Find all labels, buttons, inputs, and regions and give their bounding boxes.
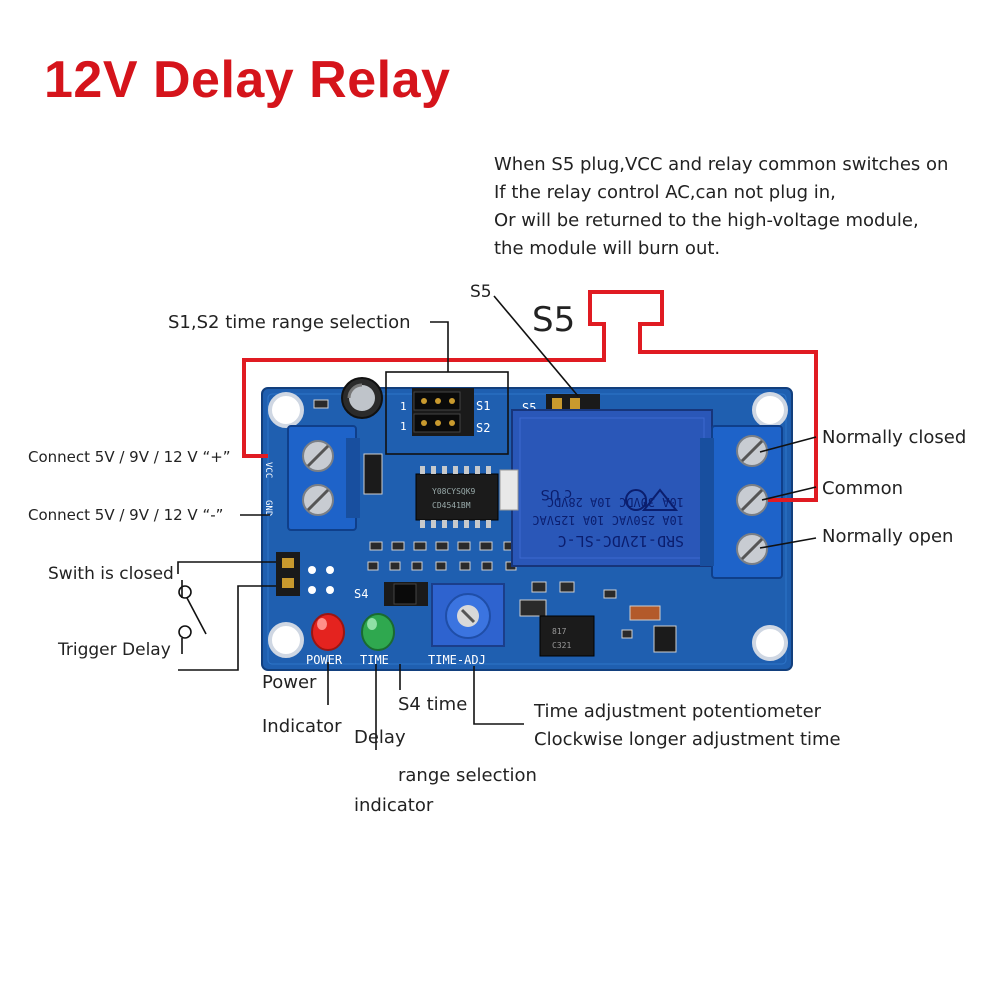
power-led xyxy=(311,613,345,651)
svg-text:1: 1 xyxy=(400,420,407,433)
s5-red-wire xyxy=(242,290,818,502)
ic-chip xyxy=(415,466,499,528)
svg-text:GND: GND xyxy=(263,500,273,516)
warning-line: When S5 plug,VCC and relay common switch… xyxy=(494,154,949,175)
capacitor xyxy=(341,377,383,419)
time-adj-label-2: Clockwise longer adjustment time xyxy=(534,729,841,750)
time-potentiometer xyxy=(431,583,505,647)
output-terminal-block xyxy=(700,425,783,579)
page-title: 12V Delay Relay xyxy=(44,51,451,109)
time-led xyxy=(361,613,395,651)
smd-components xyxy=(313,399,677,653)
switch-closed-label: Swith is closed xyxy=(48,564,174,584)
normally-closed-label: Normally closed xyxy=(822,427,967,448)
svg-text:1: 1 xyxy=(400,400,407,413)
normally-open-label: Normally open xyxy=(822,526,954,547)
leader-lines xyxy=(177,295,817,750)
silk-power: POWER xyxy=(306,653,343,667)
svg-text:C321: C321 xyxy=(552,641,571,650)
trigger-delay-label: Trigger Delay xyxy=(58,640,171,660)
silk-time-adj: TIME-ADJ xyxy=(428,653,486,667)
mounting-hole xyxy=(268,392,788,661)
ic-text: Y08CYSQK9 xyxy=(432,487,476,496)
s4-jumper xyxy=(384,582,428,606)
svg-text:817: 817 xyxy=(552,627,567,636)
delay-label: Delay xyxy=(354,727,406,748)
s5-label-small: S5 xyxy=(470,282,492,302)
connect-plus-label: Connect 5V / 9V / 12 V “+” xyxy=(28,448,231,466)
silk-s2: S2 xyxy=(476,421,490,435)
silk-time: TIME xyxy=(360,653,389,667)
trigger-header xyxy=(276,552,300,596)
s4-time-label: S4 time xyxy=(398,694,468,715)
silk-s4: S4 xyxy=(354,587,368,601)
relay-rating: 10A 250VAC 10A 125VAC xyxy=(532,513,684,527)
warning-line: the module will burn out. xyxy=(494,238,721,259)
svg-text:c US: c US xyxy=(541,486,572,502)
s1-s2-jumper xyxy=(412,388,474,436)
ic-text: CD4541BM xyxy=(432,501,471,510)
delay-indicator-label: indicator xyxy=(354,795,434,816)
power-label: Power xyxy=(262,672,317,693)
silk-s1: S1 xyxy=(476,399,490,413)
connect-minus-label: Connect 5V / 9V / 12 V “-” xyxy=(28,506,224,524)
optocoupler xyxy=(539,615,595,657)
time-adj-label-1: Time adjustment potentiometer xyxy=(534,701,822,722)
common-label: Common xyxy=(822,478,904,499)
relay-rating: 10A 30VDC 10A 28VDC xyxy=(547,495,684,509)
svg-text:VCC: VCC xyxy=(263,462,273,478)
warning-line: Or will be returned to the high-voltage … xyxy=(494,210,919,231)
warning-line: If the relay control AC,can not plug in, xyxy=(494,182,836,203)
s5-label-big: S5 xyxy=(532,300,576,340)
s1-s2-label: S1,S2 time range selection xyxy=(168,312,411,333)
range-selection-label: range selection xyxy=(398,765,537,786)
relay-model: SRD-12VDC-SL-C xyxy=(558,532,684,550)
relay: SRD-12VDC-SL-C 10A 250VAC 10A 125VAC 10A… xyxy=(499,409,713,567)
input-terminal-block xyxy=(287,425,360,531)
indicator-label: Indicator xyxy=(262,716,342,737)
